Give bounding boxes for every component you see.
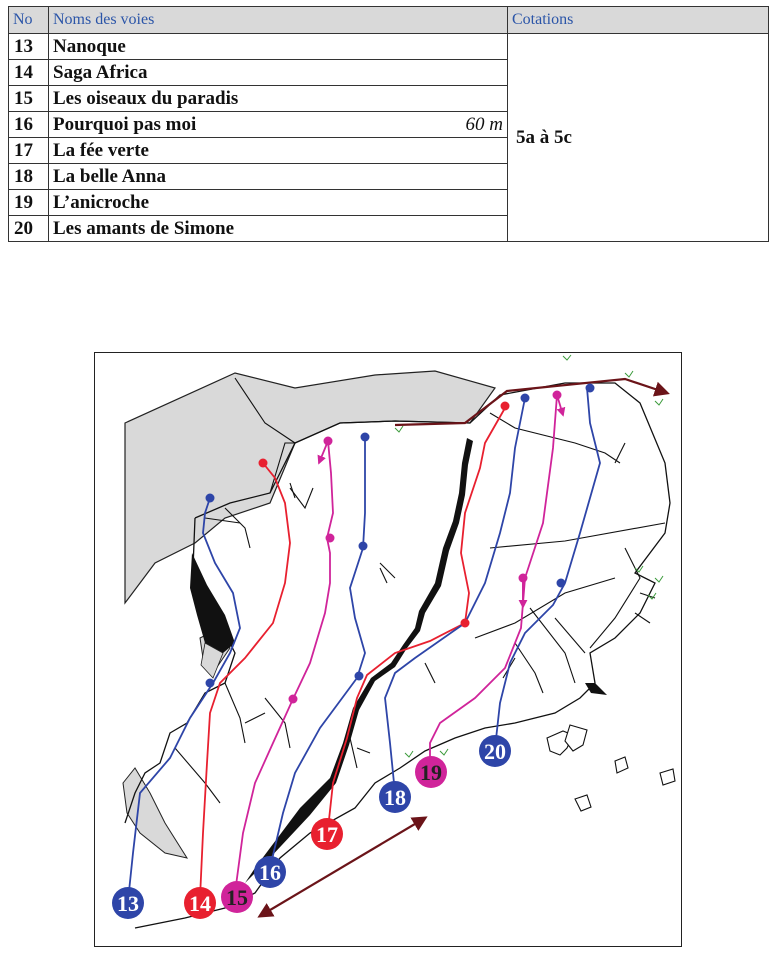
route-marker-20-label: 20 <box>484 739 506 764</box>
approach-arrow-top <box>394 377 670 427</box>
route-marker-19-label: 19 <box>420 760 442 785</box>
route-14-line <box>199 462 291 899</box>
route-marker-14-label: 14 <box>189 891 211 916</box>
header-grades: Cotations <box>507 6 769 34</box>
topo-diagram: 13 14 15 16 17 18 19 20 <box>94 352 682 947</box>
route-18-line <box>384 397 526 794</box>
route-marker-15: 15 <box>221 881 253 913</box>
dihedral-shadow-grey <box>200 642 224 679</box>
cliff-outline <box>134 382 671 929</box>
table-header-row: No Noms des voies Cotations <box>8 6 769 34</box>
route-name: La fée verte <box>53 139 149 161</box>
route-number: 14 <box>8 59 49 86</box>
route-name: La belle Anna <box>53 165 166 187</box>
route-length: 60 m <box>465 113 503 135</box>
route-marker-20: 20 <box>479 735 511 767</box>
route-name-cell: Les oiseaux du paradis <box>48 85 508 112</box>
header-no: No <box>8 6 49 34</box>
header-route-names: Noms des voies <box>48 6 508 34</box>
belay-points <box>205 383 595 704</box>
route-name-cell: La belle Anna <box>48 163 508 190</box>
shaded-rock-bottom <box>122 767 189 859</box>
route-marker-16-label: 16 <box>259 860 281 885</box>
route-number: 17 <box>8 137 49 164</box>
route-marker-17-label: 17 <box>316 822 338 847</box>
route-name-cell: L’anicroche <box>48 189 508 216</box>
route-marker-18: 18 <box>379 781 411 813</box>
route-name: Saga Africa <box>53 61 148 83</box>
route-number: 16 <box>8 111 49 138</box>
approach-arrow-bottom <box>257 816 428 918</box>
shadow-right <box>585 683 607 695</box>
route-number: 15 <box>8 85 49 112</box>
route-marker-17: 17 <box>311 818 343 850</box>
route-name-cell: Les amants de Simone <box>48 215 508 242</box>
vegetation-marks <box>394 354 664 758</box>
route-20-line <box>494 387 601 749</box>
route-name: Les amants de Simone <box>53 217 235 239</box>
route-17-line <box>326 407 506 839</box>
topo-svg: 13 14 15 16 17 18 19 20 <box>112 354 676 929</box>
route-marker-15-label: 15 <box>226 885 248 910</box>
route-marker-19: 19 <box>415 756 447 788</box>
route-number: 13 <box>8 33 49 60</box>
route-marker-14: 14 <box>184 887 216 919</box>
route-13-line <box>127 497 241 902</box>
route-marker-18-label: 18 <box>384 785 406 810</box>
route-name: Les oiseaux du paradis <box>53 87 239 109</box>
rock-lines <box>174 377 666 804</box>
route-number: 18 <box>8 163 49 190</box>
route-name-cell: La fée verte <box>48 137 508 164</box>
route-name-cell: Saga Africa <box>48 59 508 86</box>
route-16-line <box>269 437 366 869</box>
route-name: L’anicroche <box>53 191 150 213</box>
route-name: Nanoque <box>53 35 126 57</box>
boulders <box>546 724 676 812</box>
route-name-cell: Pourquoi pas moi 60 m <box>48 111 508 138</box>
dihedral-shadow-left <box>190 553 235 653</box>
route-name: Pourquoi pas moi <box>53 113 197 135</box>
route-number: 20 <box>8 215 49 242</box>
grade-range: 5a à 5c <box>507 33 769 242</box>
route-19-line <box>429 394 558 771</box>
route-name-cell: Nanoque <box>48 33 508 60</box>
route-marker-13: 13 <box>112 887 144 919</box>
main-crack <box>245 438 473 883</box>
route-marker-13-label: 13 <box>117 891 139 916</box>
route-marker-16: 16 <box>254 856 286 888</box>
route-number: 19 <box>8 189 49 216</box>
